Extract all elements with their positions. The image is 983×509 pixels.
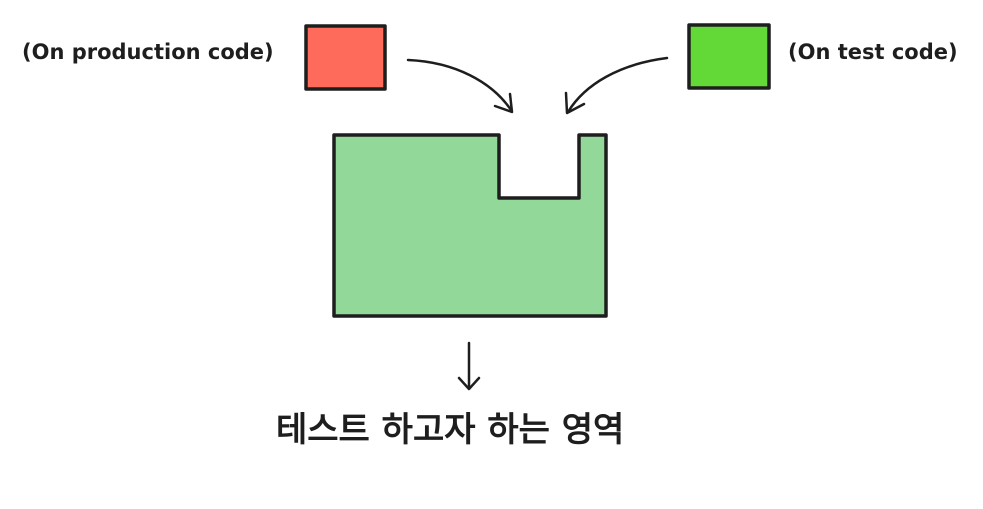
arrow-down-icon [457,341,481,391]
production-code-block [304,24,387,91]
curved-arrow-icon [406,58,514,114]
production-code-label: (On production code) [22,40,274,64]
target-area-shape [332,133,608,318]
curved-arrow-icon [564,56,669,115]
test-code-label: (On test code) [788,40,958,64]
test-code-block [687,23,771,90]
target-area-caption: 테스트 하고자 하는 영역 [276,410,625,450]
